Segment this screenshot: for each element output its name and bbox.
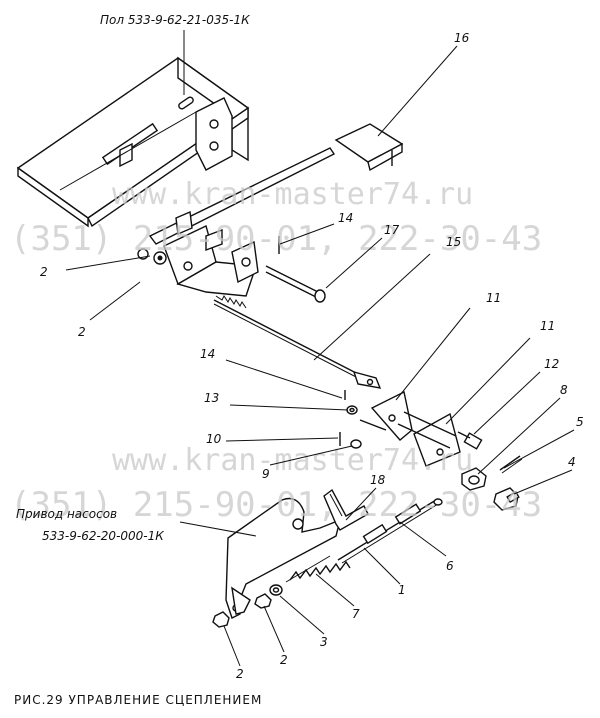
nut-2-bottom: [212, 611, 230, 628]
callout-11-lower: 11: [540, 319, 555, 333]
watermark-site-top: www.kran-master74.ru: [112, 177, 473, 212]
callout-15: 15: [446, 235, 461, 249]
long-rod-15: [213, 295, 382, 389]
nut-2-lower: [254, 593, 272, 609]
callout-4: 4: [568, 455, 576, 469]
watermark-phone-top: (351) 215-90-01, 222-30-43: [10, 219, 542, 259]
rod-6: [337, 498, 443, 564]
watermark-site-bottom: www.kran-master74.ru: [112, 443, 473, 478]
callout-5: 5: [576, 415, 584, 429]
pedal-bracket: [137, 210, 259, 297]
callout-7: 7: [352, 607, 360, 621]
callout-14-lower: 14: [200, 347, 215, 361]
drive-title-line2: 533-9-62-20-000-1К: [42, 529, 164, 543]
callout-11-upper: 11: [486, 291, 501, 305]
levers-11: [359, 390, 461, 467]
callout-18: 18: [370, 473, 386, 487]
washer-13: [346, 405, 358, 415]
watermark-phone-bottom: (351) 215-90-01, 222-30-43: [10, 485, 542, 525]
floor-title: Пол 533-9-62-21-035-1К: [100, 13, 250, 27]
bolt-4: [493, 487, 520, 511]
cotter-pin-5: [499, 455, 523, 474]
callout-numbers: 16 14 17 15 2 2 11 11 12 14 8 13 5 10 9 …: [40, 31, 584, 681]
callout-9: 9: [262, 467, 270, 481]
callout-2-mid: 2: [78, 325, 86, 339]
callout-14-top: 14: [338, 211, 353, 225]
callout-2-bottom: 2: [236, 667, 244, 681]
bracket-18: [323, 488, 369, 531]
leader-lines: [65, 30, 575, 667]
washer-3: [269, 584, 283, 596]
figure-caption: РИС.29 УПРАВЛЕНИЕ СЦЕПЛЕНИЕМ: [14, 693, 262, 707]
pin-17: [265, 236, 326, 303]
callout-6: 6: [446, 559, 454, 573]
floor-plate: [16, 56, 250, 228]
callout-17: 17: [384, 223, 400, 237]
callout-3: 3: [320, 635, 328, 649]
washer-9: [350, 439, 362, 449]
pedal-assembly: [148, 123, 404, 245]
callout-10: 10: [206, 432, 222, 446]
callout-13: 13: [204, 391, 219, 405]
spring-7: [285, 555, 351, 583]
watermark: www.kran-master74.ru (351) 215-90-01, 22…: [10, 177, 542, 525]
bolt-12: [457, 431, 483, 450]
callout-1: 1: [398, 583, 406, 597]
drive-title-line1: Привод насосов: [16, 507, 117, 521]
callout-8: 8: [560, 383, 568, 397]
callout-16: 16: [454, 31, 470, 45]
nut-8: [461, 467, 487, 491]
pump-drive-lever: [225, 497, 342, 619]
callout-12: 12: [544, 357, 559, 371]
callout-2-upper: 2: [40, 265, 48, 279]
callout-2-lower: 2: [280, 653, 288, 667]
